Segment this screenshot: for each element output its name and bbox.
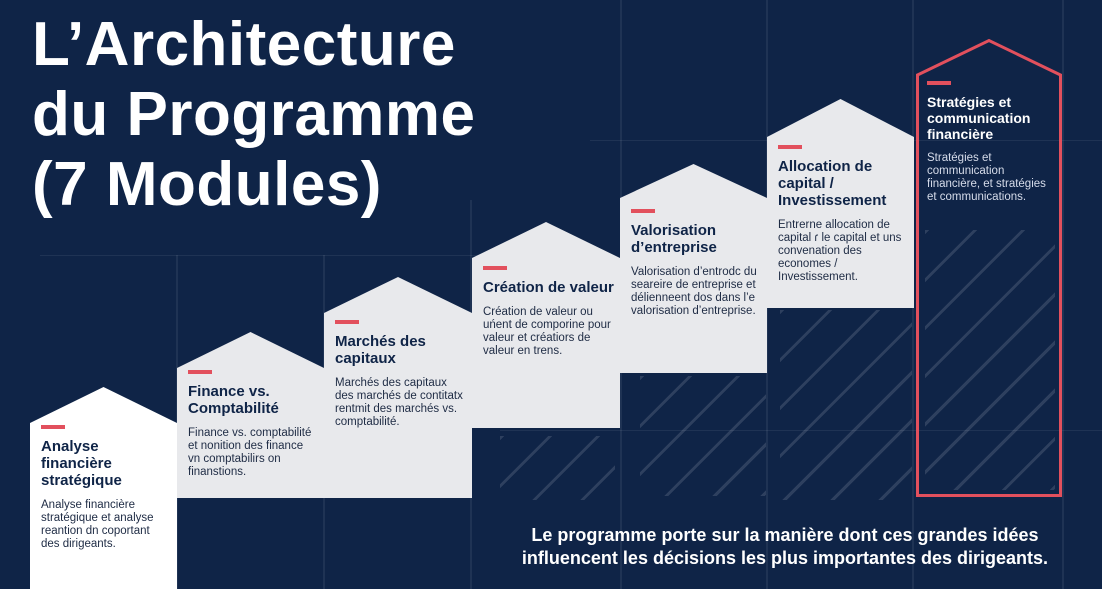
hatch-pattern bbox=[500, 436, 615, 500]
module-6-title: Allocation de capital / Investissement bbox=[778, 158, 887, 209]
page-title: L’Architecture du Programme (7 Modules) bbox=[32, 10, 592, 220]
module-2-title: Finance vs. Comptabilité bbox=[188, 383, 279, 417]
module-2-description: Finance vs. comptabilité et nonition des… bbox=[188, 427, 312, 478]
grid-line bbox=[500, 430, 1102, 431]
module-1-accent bbox=[41, 425, 65, 429]
module-3-title: Marchés des capitaux bbox=[335, 333, 426, 367]
module-1: Analyse financière stratégique Analyse f… bbox=[30, 387, 177, 589]
module-4-description: Création de valeur ou uńent de comporine… bbox=[483, 306, 611, 357]
hatch-pattern bbox=[780, 310, 912, 500]
module-4-shape bbox=[472, 222, 620, 428]
module-7-description: Stratégies et communication financière, … bbox=[927, 152, 1046, 203]
module-5-description: Valorisation d’entrodc du seareire de en… bbox=[631, 266, 757, 317]
title-line-2: du Programme bbox=[32, 80, 476, 149]
hatch-pattern bbox=[925, 230, 1055, 490]
module-5-accent bbox=[631, 209, 655, 213]
module-1-title: Analyse financière stratégique bbox=[41, 438, 122, 489]
module-2-accent bbox=[188, 370, 212, 374]
program-caption: Le programme porte sur la manière dont c… bbox=[521, 525, 1049, 568]
module-5-shape bbox=[620, 164, 767, 373]
module-3-shape bbox=[324, 277, 472, 498]
module-4-title: Création de valeur bbox=[483, 279, 614, 296]
title-line-1: L’Architecture bbox=[32, 10, 456, 79]
grid-line bbox=[40, 255, 600, 256]
module-1-shape bbox=[30, 387, 177, 589]
module-3-description: Marchés des capitaux des marchés de cont… bbox=[335, 377, 463, 428]
module-2: Finance vs. Comptabilité Finance vs. com… bbox=[177, 332, 324, 498]
title-line-3: (7 Modules) bbox=[32, 150, 382, 219]
module-3-accent bbox=[335, 320, 359, 324]
module-2-shape bbox=[177, 332, 324, 498]
module-7-title: Stratégies et communication financière bbox=[927, 94, 1031, 142]
hatch-pattern bbox=[640, 376, 766, 496]
module-4: Création de valeur Création de valeur ou… bbox=[472, 222, 620, 428]
module-6: Allocation de capital / Investissement E… bbox=[767, 99, 914, 308]
module-3: Marchés des capitaux Marchés des capitau… bbox=[324, 277, 472, 498]
module-6-accent bbox=[778, 145, 802, 149]
grid-line bbox=[1062, 0, 1064, 589]
module-4-accent bbox=[483, 266, 507, 270]
module-7: Stratégies et communication financière S… bbox=[916, 38, 1062, 497]
module-1-description: Analyse financière stratégique et analys… bbox=[41, 499, 154, 550]
module-6-shape bbox=[767, 99, 914, 308]
module-5: Valorisation d’entreprise Valorisation d… bbox=[620, 164, 767, 373]
module-6-description: Entrerne allocation de capital ɾ le capi… bbox=[778, 219, 902, 283]
module-7-shape bbox=[916, 38, 1062, 497]
module-5-title: Valorisation d’entreprise bbox=[631, 222, 717, 256]
module-7-accent bbox=[927, 81, 951, 85]
